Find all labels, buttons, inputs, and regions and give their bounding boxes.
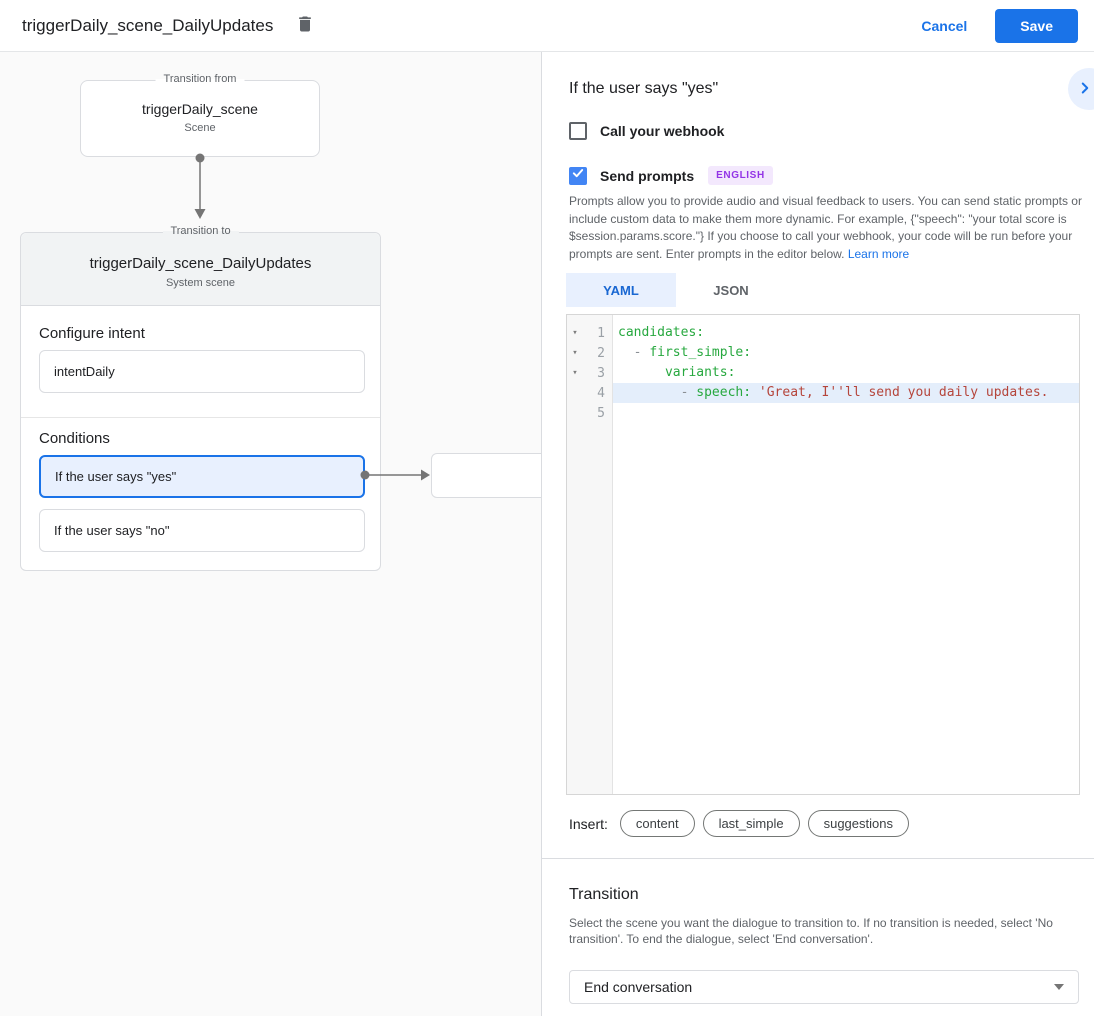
insert-chip-last-simple[interactable]: last_simple	[702, 810, 800, 837]
code-line-1: candidates:	[613, 323, 1079, 343]
intent-item[interactable]: intentDaily	[39, 350, 365, 393]
from-scene-title: triggerDaily_scene	[142, 101, 258, 117]
transition-select-value: End conversation	[584, 979, 693, 995]
transition-from-legend: Transition from	[155, 73, 245, 85]
webhook-checkbox[interactable]	[569, 122, 587, 140]
section-divider	[542, 858, 1094, 859]
webhook-row: Call your webhook	[569, 122, 724, 140]
insert-chip-suggestions[interactable]: suggestions	[807, 810, 909, 837]
to-scene-title: triggerDaily_scene_DailyUpdates	[89, 255, 312, 272]
transition-select[interactable]: End conversation	[569, 970, 1079, 1004]
prompt-code-editor: ▾ 1 ▾ 2 ▾ 3 4 5 candidates: - first_sim	[566, 314, 1080, 795]
transition-description: Select the scene you want the dialogue t…	[569, 916, 1053, 946]
yaml-key: candidates:	[618, 325, 705, 340]
yaml-key: variants:	[664, 365, 736, 380]
page-title: triggerDaily_scene_DailyUpdates	[22, 15, 274, 35]
transition-target-node[interactable]	[431, 453, 541, 498]
configure-intent-label: Configure intent	[39, 325, 145, 342]
card-divider	[21, 417, 380, 418]
line-number: 2	[597, 345, 605, 361]
code-line-5	[613, 403, 1079, 423]
to-scene-header[interactable]: triggerDaily_scene_DailyUpdates System s…	[21, 233, 380, 306]
space	[751, 385, 759, 400]
line-number: 4	[597, 385, 605, 401]
cancel-button[interactable]: Cancel	[921, 17, 968, 34]
transition-arrow-down	[194, 153, 206, 219]
scene-diagram-panel: Transition from triggerDaily_scene Scene…	[0, 52, 541, 1016]
yaml-dash: -	[680, 385, 697, 400]
insert-label: Insert:	[569, 815, 608, 832]
tab-yaml[interactable]: YAML	[566, 273, 676, 307]
from-scene-subtitle: Scene	[184, 122, 216, 134]
collapse-panel-button[interactable]	[1068, 68, 1094, 110]
prompts-description-text: Prompts allow you to provide audio and v…	[569, 194, 1082, 261]
yaml-key: first_simple:	[649, 345, 752, 360]
insert-row: Insert: content last_simple suggestions	[569, 810, 917, 837]
transition-from-node[interactable]: Transition from triggerDaily_scene Scene	[80, 73, 320, 157]
to-scene-subtitle: System scene	[165, 277, 236, 289]
condition-arrow-right	[360, 469, 430, 481]
line-number: 1	[597, 325, 605, 341]
transition-section-title: Transition	[569, 886, 639, 903]
code-line-3: variants:	[613, 363, 1079, 383]
condition-item-yes[interactable]: If the user says "yes"	[39, 455, 365, 498]
code-line-2: - first_simple:	[613, 343, 1079, 363]
save-button[interactable]: Save	[995, 8, 1078, 43]
delete-scene-button[interactable]	[291, 12, 319, 40]
line-number: 3	[597, 365, 605, 381]
language-badge: ENGLISH	[708, 166, 773, 185]
send-prompts-row: Send prompts ENGLISH	[569, 166, 773, 185]
dropdown-caret-icon	[1054, 984, 1064, 990]
condition-item-no[interactable]: If the user says "no"	[39, 509, 365, 552]
insert-chip-content[interactable]: content	[619, 810, 695, 837]
editor-format-tabs: YAML JSON	[566, 273, 786, 307]
yaml-string: 'Great, I''ll send you daily updates.	[758, 385, 1049, 400]
trash-icon	[295, 14, 315, 37]
tab-json[interactable]: JSON	[713, 282, 749, 298]
send-prompts-label: Send prompts	[600, 167, 695, 184]
fold-arrow-icon[interactable]: ▾	[572, 368, 578, 378]
conditions-label: Conditions	[39, 430, 110, 447]
code-line-4-active: - speech: 'Great, I''ll send you daily u…	[613, 383, 1079, 403]
indent	[618, 345, 634, 360]
indent	[618, 365, 665, 380]
fold-arrow-icon[interactable]: ▾	[572, 328, 578, 338]
indent	[618, 385, 681, 400]
yaml-key: speech:	[696, 385, 752, 400]
learn-more-link[interactable]: Learn more	[847, 246, 910, 261]
line-number: 5	[597, 405, 605, 421]
webhook-label: Call your webhook	[600, 123, 725, 139]
fold-arrow-icon[interactable]: ▾	[572, 348, 578, 358]
send-prompts-checkbox[interactable]	[569, 166, 587, 185]
yaml-dash: -	[633, 345, 650, 360]
transition-to-legend: Transition to	[162, 225, 239, 237]
prompts-description: Prompts allow you to provide audio and v…	[569, 193, 1085, 263]
code-area[interactable]: candidates: - first_simple: variants: - …	[613, 315, 1079, 794]
checkmark-icon	[571, 166, 585, 185]
transition-to-card: Transition to triggerDaily_scene_DailyUp…	[20, 225, 381, 571]
chevron-right-icon	[1076, 79, 1094, 100]
top-bar: triggerDaily_scene_DailyUpdates Cancel S…	[0, 0, 1094, 52]
condition-detail-panel: If the user says "yes" Call your webhook…	[541, 52, 1094, 1016]
panel-title: If the user says "yes"	[569, 80, 719, 97]
editor-gutter: ▾ 1 ▾ 2 ▾ 3 4 5	[567, 315, 613, 794]
